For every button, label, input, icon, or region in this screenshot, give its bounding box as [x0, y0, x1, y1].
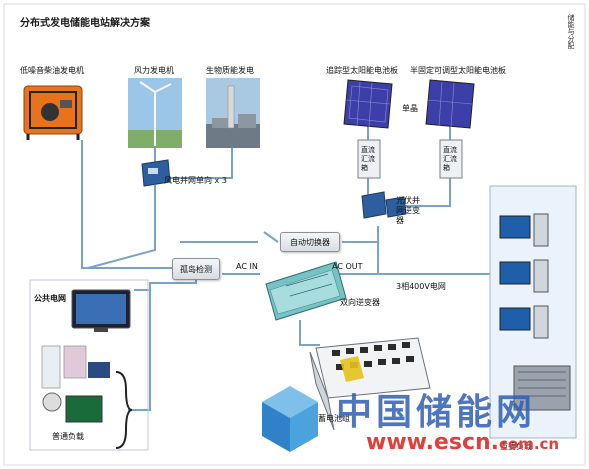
watermark-url-main: www.escn.	[366, 430, 499, 455]
label-tracking-pv: 追踪型太阳能电池板	[326, 66, 398, 75]
label-wind-inverter: 风电并网单向 x 3	[164, 176, 227, 185]
wire-switch-right	[342, 226, 379, 243]
label-ac-out: AC OUT	[332, 262, 363, 271]
server-panel-icon	[489, 185, 577, 439]
outer-frame	[3, 3, 586, 466]
label-combiner-1: 直流汇流箱	[361, 146, 375, 172]
grid-monitor-icon	[71, 289, 131, 332]
wind-inverter-icon	[141, 159, 171, 187]
bidirectional-inverter-icon	[265, 261, 347, 321]
auto-switch-box: 自动切换器	[280, 232, 340, 252]
escn-logo-icon	[262, 386, 318, 452]
wire-diesel	[81, 140, 172, 269]
tracking-solar-panel-icon	[343, 79, 393, 129]
biomass-plant-icon	[206, 78, 260, 148]
wire-comb2	[390, 178, 451, 207]
watermark-url: www.escn.com.cn	[366, 430, 559, 455]
label-grid-3phase: 3相400V电网	[396, 282, 446, 291]
watermark-url-tail: com.cn	[499, 435, 560, 453]
label-mono: 单晶	[402, 104, 418, 113]
label-public-grid: 公共电网	[34, 294, 66, 303]
label-ac-in: AC IN	[236, 262, 258, 271]
load-brace	[115, 371, 133, 449]
side-note: 储能与分配	[567, 14, 575, 49]
label-combiner-2: 直流汇流箱	[443, 146, 457, 172]
label-wind: 风力发电机	[134, 66, 174, 75]
island-detection-box: 孤岛检测	[172, 258, 220, 280]
public-grid-frame	[29, 279, 149, 451]
label-biomass: 生物质能发电	[206, 66, 254, 75]
label-semi-fixed-pv: 半固定可调型太阳能电池板	[410, 66, 506, 75]
page-title: 分布式发电储能电站解决方案	[20, 18, 150, 29]
label-bidir-inverter: 双向逆变器	[340, 298, 380, 307]
diesel-generator-icon	[23, 85, 83, 140]
wire-wind-inv	[87, 185, 156, 269]
label-pv-inverter: 光伏并网逆变器	[396, 196, 420, 225]
combiner-box-icon	[357, 139, 463, 179]
semi-fixed-solar-panel-icon	[425, 79, 475, 129]
pv-inverter-icon	[361, 191, 407, 219]
label-normal-load: 普通负载	[52, 432, 84, 441]
wire-battery	[299, 320, 320, 346]
connection-wires	[81, 124, 501, 411]
label-critical-load: 重要负载	[500, 442, 532, 451]
label-battery: 蓄电池组	[318, 414, 350, 423]
wire-biomass	[168, 148, 233, 179]
home-appliances-icon	[41, 345, 110, 423]
label-diesel: 低噪音柴油发电机	[20, 66, 84, 75]
wind-turbine-icon	[128, 78, 182, 148]
wire-switch-blade	[263, 231, 279, 243]
battery-bank-icon	[309, 337, 431, 431]
watermark-cn: 中国储能网	[336, 392, 537, 433]
